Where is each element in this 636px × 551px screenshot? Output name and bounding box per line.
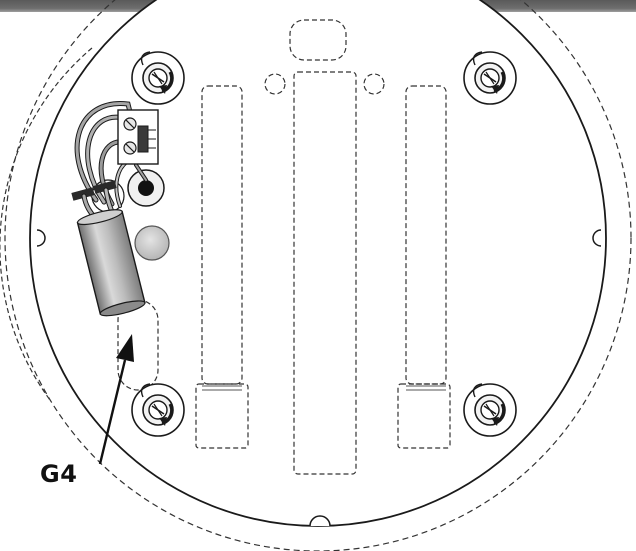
screw-with-rotate-arrow-icon [462, 382, 518, 438]
outer-dashed-outline [4, 0, 632, 551]
top-slot [289, 19, 347, 61]
terminal-block-icon [117, 109, 159, 165]
screw-with-rotate-arrow-icon [130, 382, 186, 438]
left-notch [36, 229, 46, 247]
screw-with-rotate-arrow-icon [130, 50, 186, 106]
center-rail [293, 71, 357, 475]
gray-disc [134, 225, 170, 261]
rail-feet-hatch [202, 385, 446, 391]
left-rail [201, 85, 243, 385]
right-rail-foot [397, 383, 451, 449]
left-rail-foot [195, 383, 249, 449]
screw-with-rotate-arrow-icon [462, 50, 518, 106]
inner-dashed-structure [0, 19, 451, 475]
g4-lamp-cylinder [76, 209, 146, 317]
callout-label-g4: G4 [40, 460, 78, 488]
right-small-hole [363, 73, 385, 95]
callout-arrow [98, 334, 134, 465]
cable-hole-icon [127, 169, 165, 207]
left-small-hole [264, 73, 286, 95]
bottom-notch [309, 515, 331, 527]
right-notch [592, 229, 602, 247]
inner-left-arc [0, 47, 93, 401]
